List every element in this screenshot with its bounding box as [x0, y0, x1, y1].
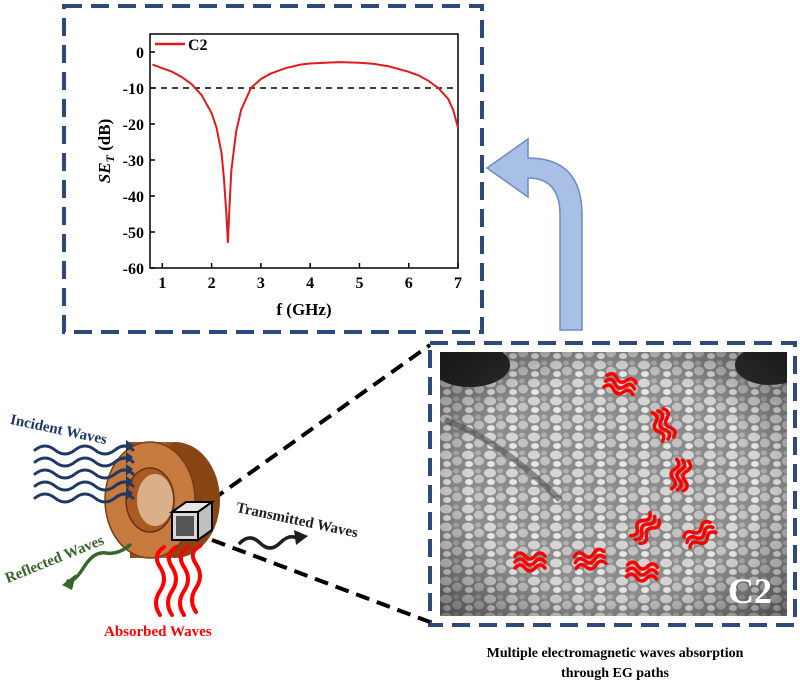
y-tick-label: -60	[123, 261, 144, 278]
legend-label-c2: C2	[188, 37, 208, 54]
chart-frame	[62, 4, 484, 334]
sem-sample-label: C2	[728, 571, 772, 611]
transmitted-wave	[238, 530, 308, 550]
plot-area	[149, 33, 459, 269]
y-axis-label: SET (dB)	[95, 119, 117, 184]
wave-path-6	[513, 551, 547, 573]
caption-line-2: through EG paths	[561, 666, 669, 681]
cube-cutout	[168, 500, 216, 542]
y-axis-label-sub: T	[103, 154, 117, 162]
x-tick-label: 3	[257, 275, 265, 292]
series-line-c2	[152, 61, 459, 243]
wave-path-3	[669, 457, 693, 493]
y-tick-label: -40	[123, 189, 144, 206]
x-tick-label: 5	[355, 275, 363, 292]
x-tick-label: 2	[208, 275, 216, 292]
y-tick-label: -20	[123, 117, 144, 134]
wave-path-8	[624, 560, 660, 583]
legend: C2	[155, 37, 208, 54]
y-tick-label: -30	[123, 153, 144, 170]
x-tick-label: 1	[158, 275, 166, 292]
y-tick-label: -10	[123, 81, 144, 98]
y-tick-label: 0	[136, 45, 144, 62]
x-tick-label: 4	[306, 275, 314, 292]
wave-path-1	[602, 371, 638, 397]
wave-path-2	[650, 407, 677, 443]
absorption-wave-paths	[513, 371, 718, 583]
reflected-wave	[62, 543, 132, 590]
absorbed-waves-label: Absorbed Waves	[104, 624, 212, 640]
wave-path-4	[629, 510, 662, 546]
caption-line-1: Multiple electromagnetic waves absorptio…	[486, 646, 744, 661]
zoom-line-bottom	[211, 538, 431, 624]
curved-arrow	[485, 137, 583, 331]
se-chart: 1 2 3 4 5 6 7 0 -10 -20 -30 -40 -50 -60 C2 f (GHz) S…	[95, 33, 462, 319]
x-tick-label: 6	[405, 275, 413, 292]
absorbed-waves	[154, 544, 202, 617]
zoom-line-top	[210, 343, 432, 502]
wave-path-7	[572, 547, 608, 571]
sem-image	[440, 352, 787, 616]
y-tick-label: -50	[123, 225, 144, 242]
y-axis-label-main: SE	[95, 162, 114, 183]
incident-waves	[33, 440, 135, 504]
x-axis-label: f (GHz)	[276, 300, 331, 319]
x-tick-label: 7	[454, 275, 462, 292]
caption: Multiple electromagnetic waves absorptio…	[430, 644, 800, 684]
y-axis-label-unit: (dB)	[95, 119, 114, 155]
wave-path-5	[682, 519, 718, 550]
